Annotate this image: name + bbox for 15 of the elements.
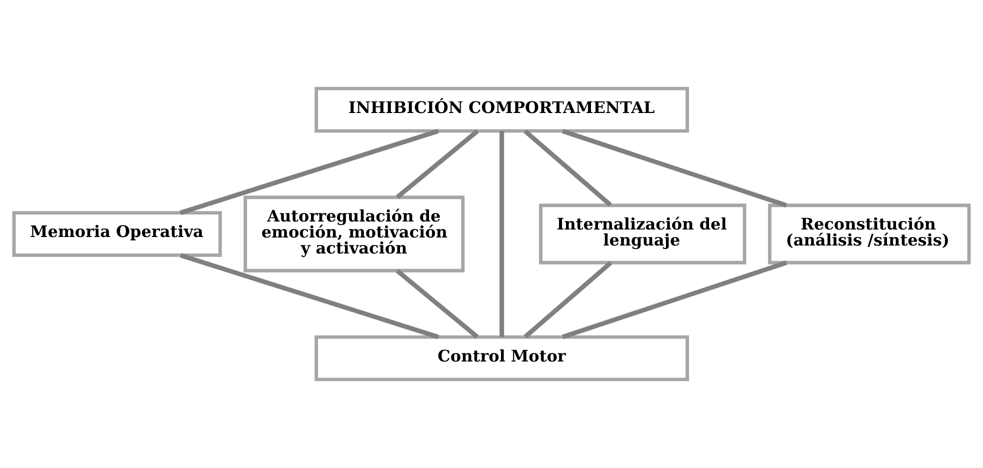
connector	[180, 128, 439, 215]
connector	[562, 128, 787, 208]
connector	[562, 260, 788, 340]
node-box: Autorregulación de emoción, motivación y activación	[244, 196, 465, 272]
node-box: Memoria Operativa	[12, 211, 222, 257]
connector	[524, 129, 612, 207]
node-box: Control Motor	[314, 335, 690, 382]
connector	[396, 268, 479, 339]
node-box: Reconstitución (análisis /síntesis)	[768, 204, 971, 264]
connector	[180, 253, 440, 340]
node-box: INHIBICIÓN COMPORTAMENTAL	[314, 86, 690, 133]
node-box: Internalización del lenguaje	[539, 204, 746, 264]
connector	[396, 129, 479, 199]
connector	[524, 261, 612, 338]
connector	[500, 131, 504, 337]
